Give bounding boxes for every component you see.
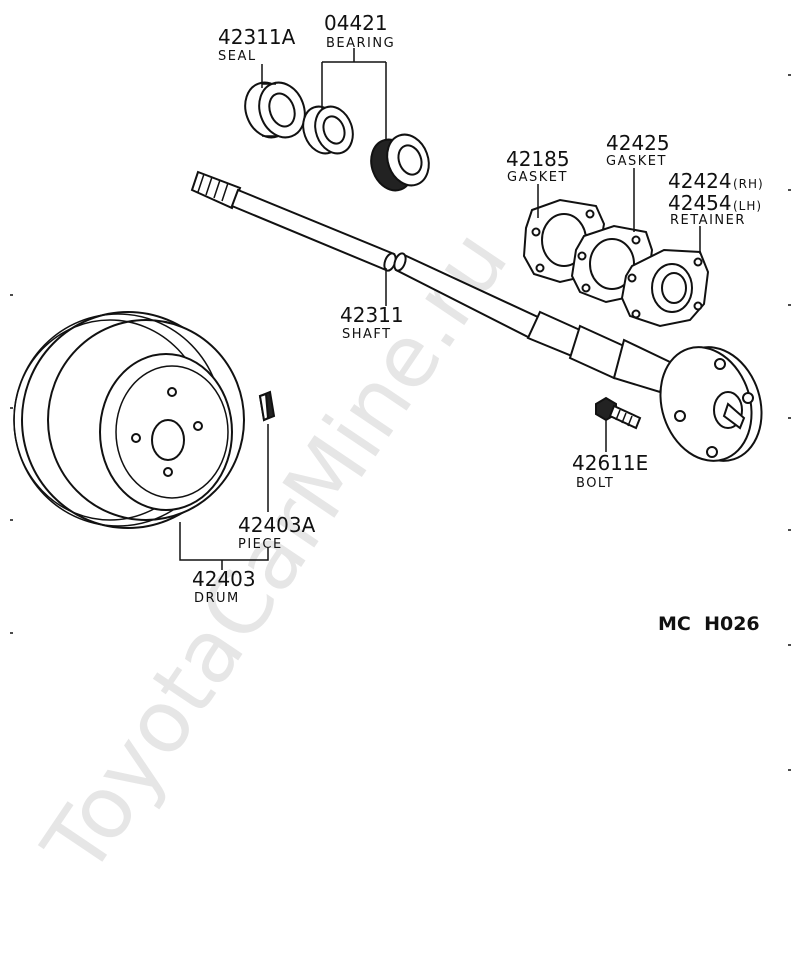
retainer-side-lh: (LH) — [733, 199, 762, 213]
retainer-part — [620, 248, 710, 328]
piece-name: PIECE — [238, 537, 283, 552]
drum-number: 42403 — [192, 567, 256, 591]
shaft-number: 42311 — [340, 303, 404, 327]
axle-shaft-part — [190, 170, 763, 462]
brake-drum-part — [13, 311, 245, 529]
gasket2-name: GASKET — [606, 154, 667, 169]
seal-name: SEAL — [218, 49, 257, 64]
bearing-race-part — [302, 105, 354, 155]
retainer-side-rh: (RH) — [733, 177, 764, 191]
seal-number: 42311A — [218, 25, 296, 49]
piece-number: 42403A — [238, 513, 316, 537]
piece-part — [258, 390, 276, 422]
gasket1-name: GASKET — [507, 170, 568, 185]
margin-marks — [10, 74, 791, 771]
seal-part — [244, 81, 306, 139]
retainer-number-rh: 42424 — [668, 169, 732, 193]
drum-name: DRUM — [194, 591, 240, 606]
bearing-cone-part — [370, 133, 430, 192]
bolt-name: BOLT — [576, 476, 614, 491]
diagram-code: MC H026 — [658, 613, 760, 635]
hub-bolt-part — [595, 396, 642, 430]
watermark: ToyotaCarMine.ru — [24, 213, 528, 893]
bearing-name: BEARING — [326, 36, 395, 51]
retainer-name: RETAINER — [670, 213, 746, 228]
bearing-number: 04421 — [324, 11, 388, 35]
retainer-number-lh: 42454 — [668, 191, 732, 215]
shaft-name: SHAFT — [342, 327, 392, 342]
gasket2-number: 42425 — [606, 131, 670, 155]
bolt-number: 42611E — [572, 451, 648, 475]
gasket1-number: 42185 — [506, 147, 570, 171]
